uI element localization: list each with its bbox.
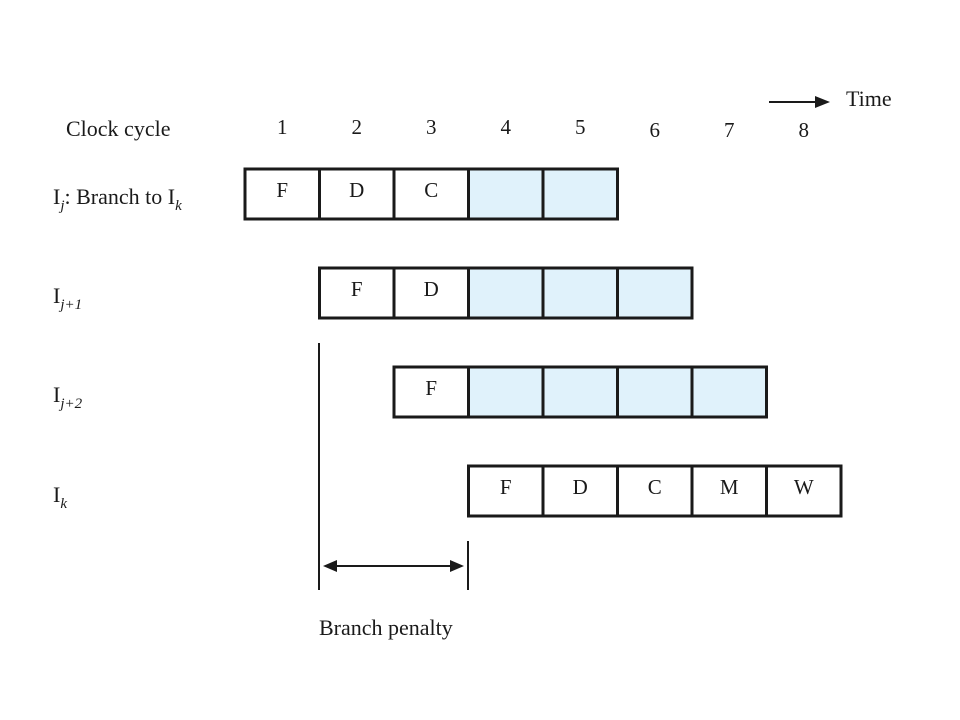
- stage-cell: [616, 464, 694, 518]
- row-label-part: I: [53, 382, 60, 407]
- stall-cell: [541, 365, 619, 419]
- cycle-number: 7: [724, 118, 735, 142]
- row-label-part: I: [53, 482, 60, 507]
- stall-cell: [616, 365, 694, 419]
- stage-label: C: [648, 475, 662, 499]
- row-label-part: k: [175, 198, 182, 214]
- branch-penalty-marker: [318, 343, 469, 590]
- pipeline-row-ij2: F: [392, 365, 768, 419]
- stage-label: F: [351, 277, 363, 301]
- cycle-number: 5: [575, 115, 586, 139]
- cycle-number: 6: [650, 118, 661, 142]
- stage-label: D: [349, 178, 364, 202]
- stage-cell: [392, 266, 470, 320]
- stall-cell: [616, 266, 694, 320]
- cycle-number: 1: [277, 115, 288, 139]
- row-label-part: I: [53, 184, 60, 209]
- stall-cell: [690, 365, 768, 419]
- stage-label: F: [425, 376, 437, 400]
- row-label-ik: Ik: [53, 482, 67, 512]
- cycle-numbers: 1 2 3 4 5 6 7 8: [277, 115, 809, 142]
- stage-label: C: [424, 178, 438, 202]
- stage-cell: [690, 464, 768, 518]
- row-label-ij2: Ij+2: [53, 382, 83, 412]
- stage-cell: [318, 266, 396, 320]
- stall-cell: [467, 365, 545, 419]
- row-label-part: j+1: [58, 297, 82, 313]
- stage-cell: [392, 365, 470, 419]
- stall-cell: [467, 167, 545, 221]
- stage-cell: [541, 464, 619, 518]
- clock-cycle-label: Clock cycle: [66, 116, 170, 141]
- penalty-arrow-right-head: [450, 560, 464, 572]
- row-label-part: j+2: [58, 396, 82, 412]
- stall-cell: [541, 266, 619, 320]
- stage-cell: [765, 464, 843, 518]
- row-label-part: k: [60, 496, 67, 512]
- stage-cell: [243, 167, 321, 221]
- cycle-number: 8: [799, 118, 810, 142]
- time-arrow: [769, 96, 830, 108]
- cycle-number: 2: [352, 115, 363, 139]
- row-label-ij: Ij: Branch to Ik: [53, 184, 182, 214]
- stage-label: D: [573, 475, 588, 499]
- stage-label: W: [794, 475, 814, 499]
- branch-penalty-label: Branch penalty: [319, 615, 453, 640]
- stage-label: M: [720, 475, 739, 499]
- row-label-ij1: Ij+1: [53, 283, 82, 313]
- stage-label: D: [424, 277, 439, 301]
- time-label: Time: [846, 86, 892, 111]
- cycle-number: 4: [501, 115, 512, 139]
- cycle-number: 3: [426, 115, 437, 139]
- stall-cell: [541, 167, 619, 221]
- penalty-arrow-left-head: [323, 560, 337, 572]
- stall-cell: [467, 266, 545, 320]
- row-label-part: I: [53, 283, 60, 308]
- stage-cell: [318, 167, 396, 221]
- row-label-part: j: [58, 198, 64, 214]
- stage-label: F: [276, 178, 288, 202]
- row-label-part: : Branch to I: [65, 184, 176, 209]
- stage-cell: [467, 464, 545, 518]
- stage-label: F: [500, 475, 512, 499]
